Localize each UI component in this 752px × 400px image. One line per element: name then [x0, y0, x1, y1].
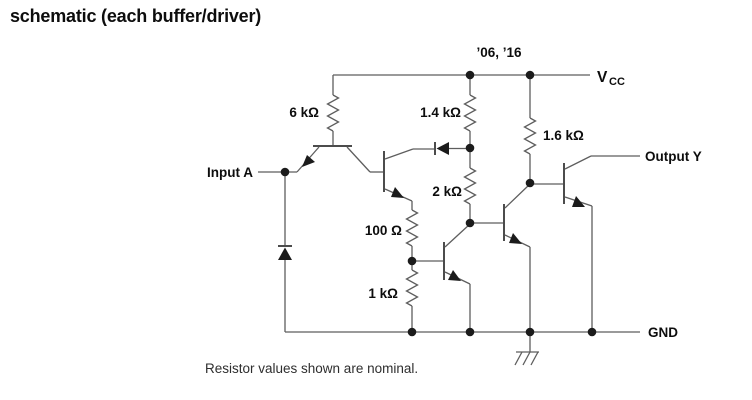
- junction-dot: [465, 327, 475, 337]
- series-diode: [434, 142, 470, 155]
- resistor-6k: [326, 75, 340, 146]
- input-clamp-diode: [278, 245, 292, 260]
- driver-transistor: [470, 183, 531, 332]
- junction-dot: [280, 167, 290, 177]
- junction-dot: [465, 70, 475, 80]
- junction-dot: [587, 327, 597, 337]
- input-transistor: [296, 145, 384, 173]
- resistor-2k: [463, 148, 477, 223]
- emitter-arrow: [509, 233, 522, 244]
- vcc-subscript: CC: [609, 76, 625, 88]
- input-a-label: Input A: [207, 165, 253, 180]
- junction-dot: [407, 327, 417, 337]
- phase-splitter-transistor: [383, 148, 434, 210]
- junction-dot: [525, 327, 535, 337]
- resistor-1p4k: [463, 75, 477, 148]
- junction-dot: [465, 218, 475, 228]
- resistor-1p6k: [523, 75, 537, 183]
- emitter-arrow: [448, 270, 461, 281]
- emitter-arrow: [572, 196, 585, 207]
- lower-transistor: [412, 223, 471, 332]
- junction-dots: [280, 70, 597, 337]
- page-title: schematic (each buffer/driver): [10, 6, 262, 26]
- input-branch: [258, 171, 297, 332]
- resistor-1k: [405, 269, 419, 332]
- resistor-1p4k-label: 1.4 kΩ: [420, 105, 461, 120]
- gnd-label: GND: [648, 325, 678, 340]
- junction-dot: [525, 70, 535, 80]
- junction-dot: [465, 143, 475, 153]
- output-y-label: Output Y: [645, 149, 702, 164]
- ground-symbol: [514, 332, 539, 366]
- junction-dot: [525, 178, 535, 188]
- resistor-6k-label: 6 kΩ: [289, 105, 319, 120]
- vcc-label: V: [597, 69, 608, 86]
- output-transistor: [530, 155, 640, 332]
- emitter-arrow: [391, 187, 404, 198]
- resistor-100-label: 100 Ω: [365, 223, 402, 238]
- junction-dot: [407, 256, 417, 266]
- emitter-arrow: [302, 155, 315, 167]
- resistor-1k-label: 1 kΩ: [368, 286, 398, 301]
- resistor-1p6k-label: 1.6 kΩ: [543, 128, 584, 143]
- resistor-2k-label: 2 kΩ: [432, 184, 462, 199]
- variant-label: ’06, ’16: [476, 45, 522, 60]
- note-caption: Resistor values shown are nominal.: [205, 361, 419, 376]
